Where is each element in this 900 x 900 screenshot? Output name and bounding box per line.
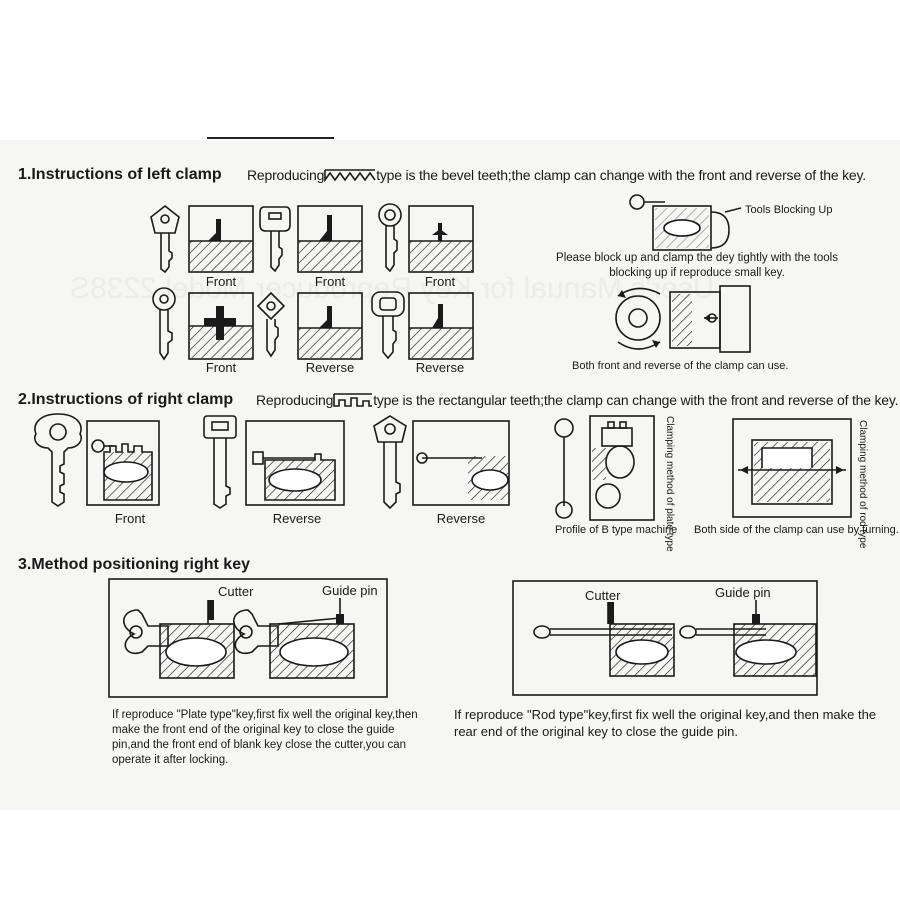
clamp-rotate-diagram (615, 285, 751, 353)
caption: Front (114, 511, 146, 526)
section1-title: 1.Instructions of left clamp (18, 166, 222, 183)
key-icon (373, 415, 407, 510)
key-icon (256, 292, 286, 358)
key-icon (150, 205, 180, 273)
section1-lead-after: type is the bevel teeth;the clamp can ch… (376, 167, 866, 183)
section2-lead-before: Reproducing (256, 392, 334, 408)
b-type-profile-diagram (554, 415, 655, 521)
profile-label: Profile of B type machine (555, 524, 678, 536)
note-both: Both front and reverse of the clamp can … (572, 360, 789, 372)
bevel-teeth-icon (324, 169, 376, 183)
clamp-diagram (188, 292, 254, 360)
section2-lead: Reproducing type is the rectangular teeth… (256, 392, 899, 408)
clamp-diagram (188, 205, 254, 273)
note-block: Please block up and clamp the dey tightl… (556, 252, 838, 279)
section2-title: 2.Instructions of right clamp (18, 391, 234, 408)
clamp-diagram (408, 292, 474, 360)
caption: Front (424, 274, 456, 289)
section2-lead-after: type is the rectangular teeth;the clamp … (373, 392, 899, 408)
key-icon (371, 291, 405, 360)
key-icon (33, 413, 83, 507)
clamp-diagram (408, 205, 474, 273)
caption: Reverse (436, 511, 486, 526)
caption: Front (314, 274, 346, 289)
caption: Front (205, 360, 237, 375)
rod-clamp-diagram (732, 418, 852, 518)
tools-label: Tools Blocking Up (745, 204, 833, 216)
clamp-diagram (297, 205, 363, 273)
clamp-diagram (412, 420, 510, 506)
cutter-label: Cutter (218, 584, 254, 599)
key-icon (378, 203, 402, 273)
rect-teeth-icon (333, 393, 373, 407)
key-icon (152, 287, 176, 361)
caption: Reverse (415, 360, 465, 375)
plate-position-diagram (108, 578, 388, 698)
clamp-diagram (86, 420, 160, 506)
caption: Front (205, 274, 237, 289)
caption: Reverse (272, 511, 322, 526)
clamp-diagram (297, 292, 363, 360)
key-icon (259, 206, 291, 273)
top-rule (207, 137, 334, 139)
key-icon (203, 415, 237, 509)
section1-lead-before: Reproducing (247, 167, 325, 183)
guide-pin-label: Guide pin (715, 585, 771, 600)
section1-lead: Reproducing type is the bevel teeth;the c… (247, 167, 866, 183)
guide-pin-label: Guide pin (322, 583, 378, 598)
clamp-diagram (245, 420, 345, 506)
vert-plate: Clamping method of plate type (664, 416, 675, 552)
both-side-label: Both side of the clamp can use by turnin… (694, 524, 899, 536)
section3-title: 3.Method positioning right key (18, 556, 250, 573)
tools-blocking-diagram (629, 194, 742, 251)
rod-text: If reproduce "Rod type"key,first fix wel… (454, 707, 877, 739)
rod-position-diagram (512, 580, 818, 696)
vert-rod: Clamping method of rod type (857, 420, 868, 549)
plate-text: If reproduce "Plate type"key,first fix w… (112, 709, 418, 766)
caption: Reverse (305, 360, 355, 375)
cutter-label: Cutter (585, 588, 621, 603)
